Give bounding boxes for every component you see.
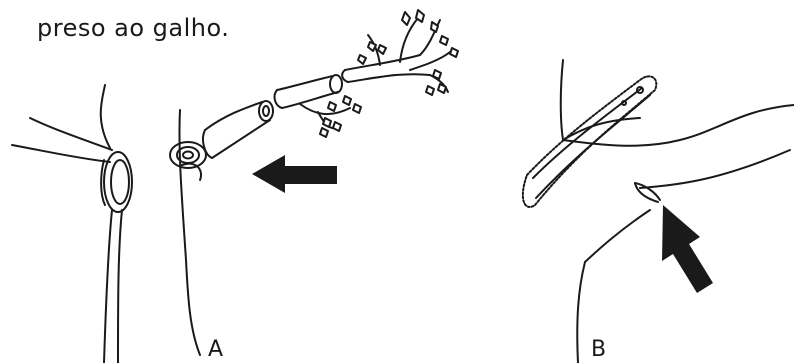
arrow-up-icon	[662, 205, 713, 293]
trunk-middle	[170, 110, 206, 355]
panel-a-drawing	[12, 10, 458, 363]
panel-a-label: A	[208, 337, 223, 362]
branch-leaves-icon	[320, 10, 458, 137]
panel-b-drawing	[523, 60, 794, 363]
branch-log-1	[203, 101, 273, 158]
arrow-left-icon	[252, 155, 337, 193]
trunk-left	[12, 85, 132, 363]
branch-log-2	[275, 75, 350, 128]
panel-b-label: B	[591, 337, 606, 362]
